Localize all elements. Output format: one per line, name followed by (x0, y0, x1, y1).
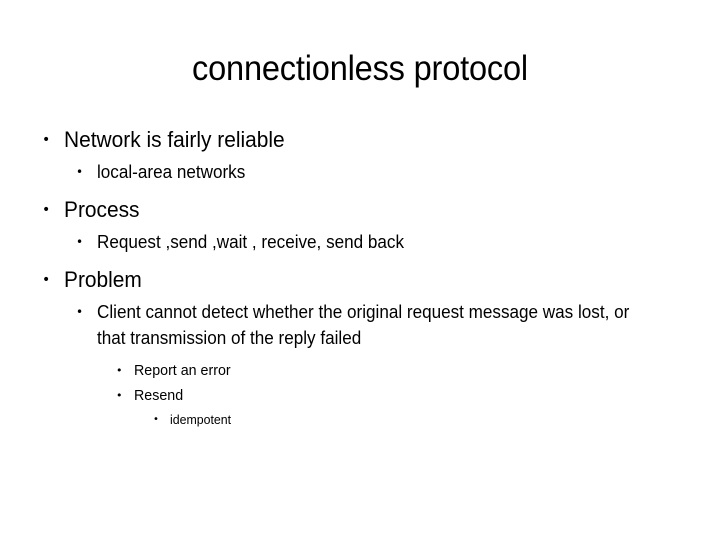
bullet-icon: • (76, 305, 84, 319)
outline-item-text: Problem (64, 267, 142, 292)
outline-item-level1: • Network is fairly reliable (0, 126, 720, 154)
outline-item-level3: • Resend (0, 384, 720, 408)
bullet-icon: • (116, 364, 123, 377)
outline-item-text: Request ,send ,wait , receive, send back (97, 232, 405, 252)
outline-item-level1: • Process (0, 196, 720, 224)
bullet-icon: • (76, 235, 84, 249)
slide-body-outline: • Network is fairly reliable • local-are… (0, 126, 720, 431)
bullet-icon: • (116, 389, 123, 402)
bullet-icon: • (42, 272, 51, 288)
slide-title: connectionless protocol (192, 49, 528, 88)
bullet-icon: • (42, 202, 51, 218)
outline-item-text: Report an error (134, 362, 231, 379)
outline-item-level2: • local-area networks (0, 159, 720, 185)
outline-item-text: Resend (134, 387, 184, 404)
bullet-icon: • (153, 414, 159, 425)
outline-item-text: local-area networks (97, 162, 246, 182)
outline-item-text: idempotent (170, 412, 232, 427)
bullet-icon: • (76, 165, 84, 179)
outline-item-level1: • Problem (0, 266, 720, 294)
bullet-icon: • (42, 132, 51, 148)
outline-item-level2: • Request ,send ,wait , receive, send ba… (0, 229, 720, 255)
outline-item-text: Process (64, 197, 140, 222)
outline-item-level2: • Client cannot detect whether the origi… (0, 299, 720, 351)
outline-item-level3: • Report an error (0, 359, 720, 383)
outline-item-text: Network is fairly reliable (64, 127, 285, 152)
outline-item-text: Client cannot detect whether the origina… (97, 302, 635, 348)
outline-item-level4: • idempotent (0, 409, 720, 431)
